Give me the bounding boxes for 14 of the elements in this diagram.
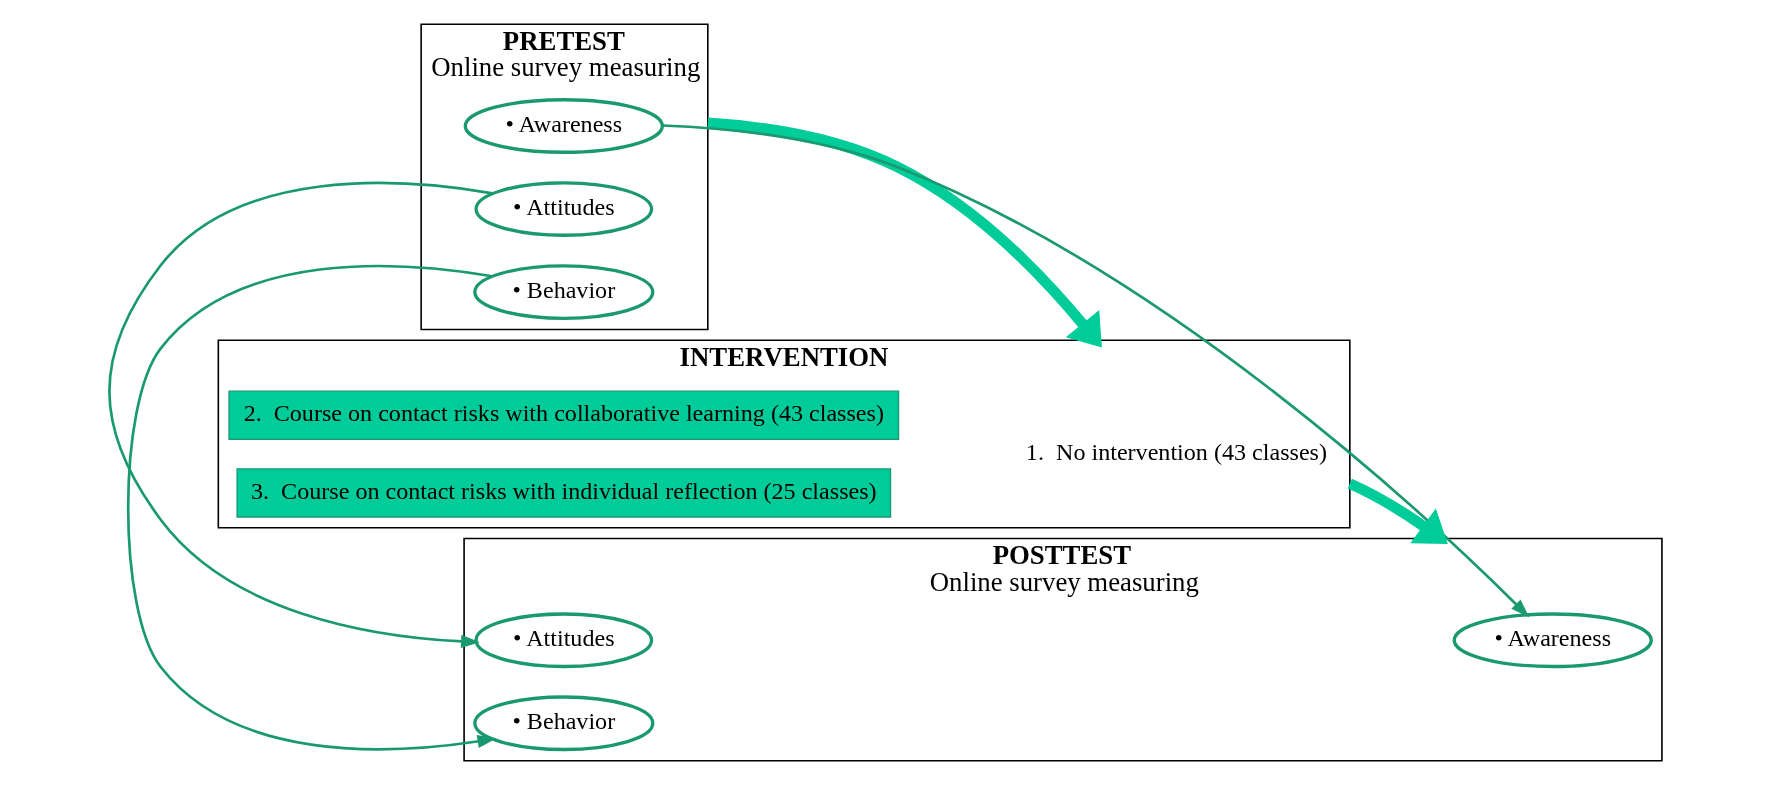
node-ellipse: • Attitudes	[473, 612, 653, 669]
arrow	[126, 264, 496, 751]
arrow	[107, 181, 493, 648]
node-ellipse: • Behavior	[472, 695, 654, 752]
node-ellipse: • Behavior	[472, 264, 654, 320]
node-text: 1. No intervention (43 classes)	[1025, 438, 1327, 465]
node-box: 3. Course on contact risks with individual reflection (25 classes)	[235, 468, 891, 518]
arrow	[661, 124, 1529, 618]
node-box: 2. Course on contact risks with collaborative learning (43 classes)	[227, 390, 899, 441]
node-ellipse: • Awareness	[1452, 612, 1653, 669]
node-ellipse: • Awareness	[463, 98, 664, 154]
arrow	[1347, 478, 1448, 544]
arrow	[706, 117, 1102, 348]
node-ellipse: • Attitudes	[473, 181, 653, 237]
